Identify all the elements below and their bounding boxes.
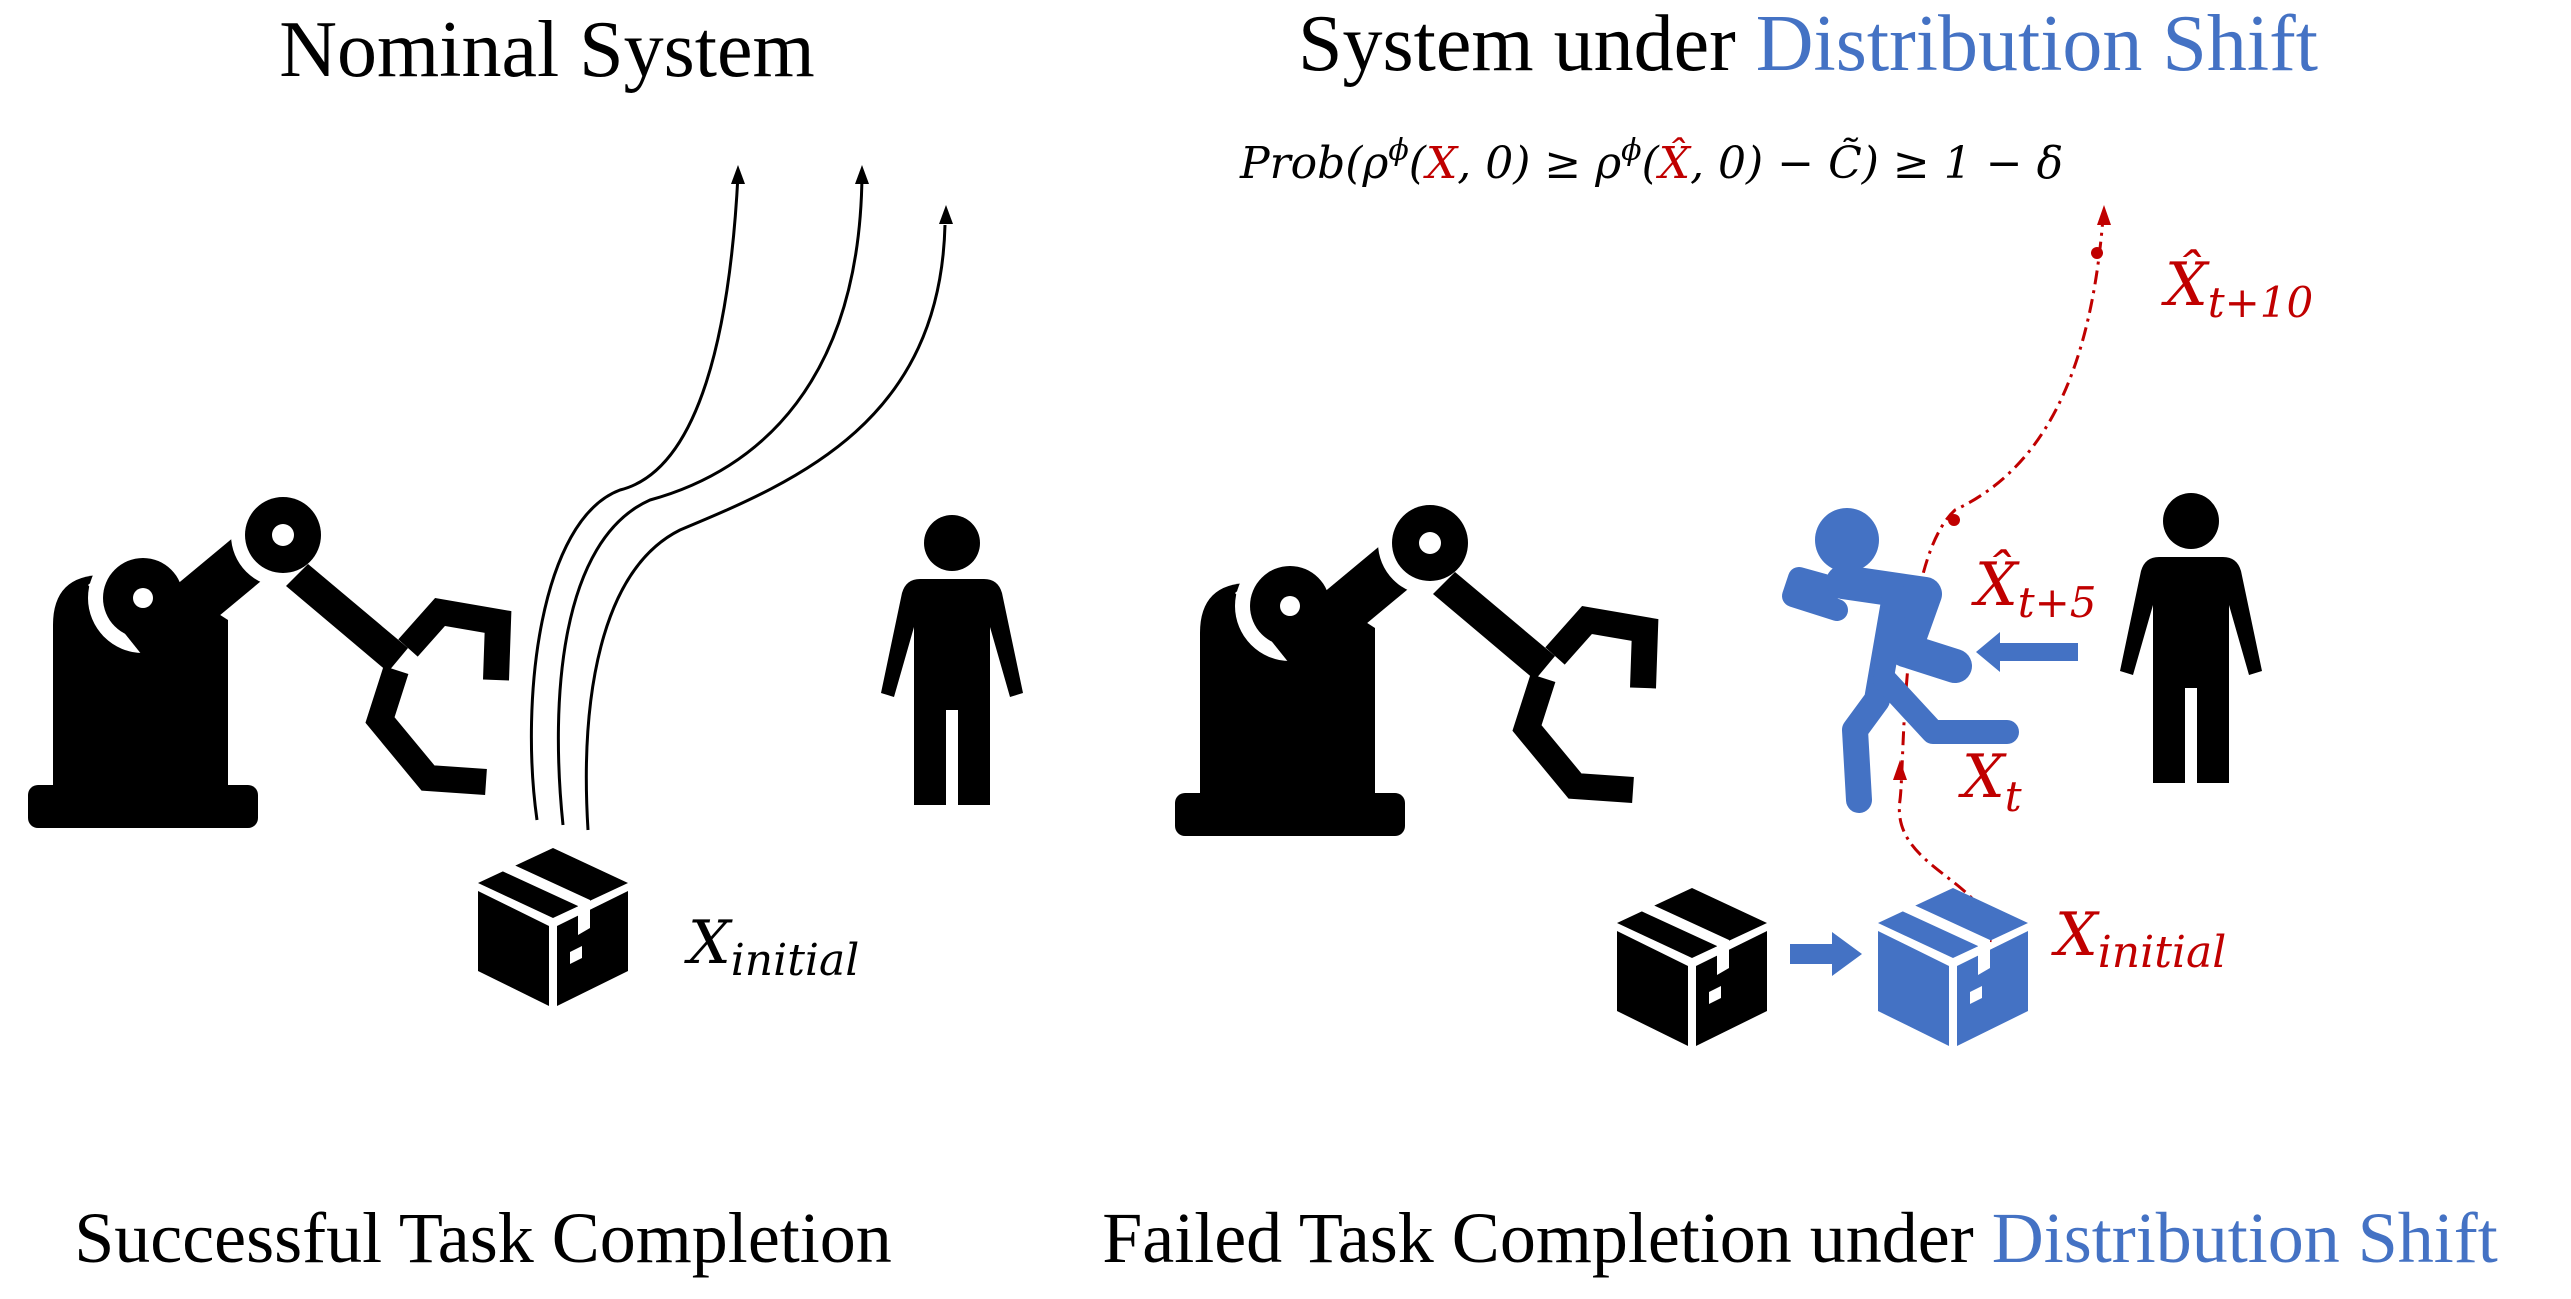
label-x-t10-main: X̂ — [2161, 249, 2210, 320]
label-x-t5: X̂t+5 — [1971, 549, 2097, 627]
trajectory-arrowhead-3 — [939, 205, 953, 224]
left-caption: Successful Task Completion — [74, 1198, 892, 1278]
formula-sup-1: ϕ — [1388, 133, 1408, 168]
label-x-t: Xt — [1958, 742, 2022, 821]
left-box-icon — [478, 848, 628, 1006]
shifted-box-icon — [1878, 888, 2028, 1046]
left-initial-main: X — [684, 908, 733, 978]
right-title-prefix: System under — [1298, 0, 1756, 88]
formula-sup-2: ϕ — [1621, 133, 1641, 168]
label-x-t10: X̂t+10 — [2161, 249, 2313, 327]
label-x-t-main: X — [1958, 742, 2007, 812]
trajectory-point-t10 — [2091, 247, 2103, 259]
formula-xhat: X̂ — [1656, 136, 1692, 189]
label-x-t5-main: X̂ — [1971, 549, 2020, 620]
formula-part-4: ( — [1642, 138, 1660, 189]
label-x-t10-sub: t+10 — [2208, 278, 2314, 327]
trajectory-point-t5 — [1948, 514, 1960, 526]
trajectory-arrowhead-1 — [731, 165, 745, 184]
original-box-icon — [1617, 888, 1767, 1046]
formula-part-3: , 0) ≥ ρ — [1457, 138, 1621, 189]
right-title: System under Distribution Shift — [1298, 0, 2318, 88]
label-x-initial-main: X — [2051, 900, 2100, 970]
trajectory-arrow-mid — [1893, 760, 1907, 780]
box-shift-arrow-head — [1832, 932, 1862, 976]
trajectory-arrowhead-2 — [855, 165, 869, 184]
formula-part-6: ) ≥ 1 − δ — [1861, 138, 2063, 189]
formula-part-5: , 0) − — [1690, 138, 1828, 189]
right-caption: Failed Task Completion under Distributio… — [1102, 1198, 2498, 1278]
trajectory-arrow-top — [2097, 205, 2111, 225]
formula-ctilde: C̃ — [1828, 136, 1862, 189]
probability-formula: Prob(ρϕ(X, 0) ≥ ρϕ(X̂, 0) − C̃) ≥ 1 − δ — [1239, 133, 2063, 189]
right-caption-prefix: Failed Task Completion under — [1102, 1198, 1992, 1278]
left-robot-arm-icon — [28, 483, 498, 828]
label-x-t5-sub: t+5 — [2018, 578, 2097, 627]
nominal-trajectories — [529, 174, 947, 831]
label-x-initial-sub: initial — [2098, 927, 2227, 978]
left-person-icon — [881, 515, 1023, 805]
formula-x: X — [1423, 138, 1459, 189]
formula-part-2: ( — [1409, 138, 1427, 189]
right-person-icon — [2120, 493, 2262, 783]
label-x-t-sub: t — [2005, 772, 2022, 821]
left-initial-sub: initial — [731, 935, 860, 986]
label-x-initial-red: Xinitial — [2051, 900, 2226, 978]
person-motion-arrow-head — [1976, 632, 2000, 672]
left-initial-label: Xinitial — [684, 908, 859, 986]
right-title-highlight: Distribution Shift — [1756, 0, 2318, 88]
formula-part-1: Prob(ρ — [1239, 138, 1388, 189]
person-motion-arrow-shaft — [1998, 643, 2078, 661]
right-caption-highlight: Distribution Shift — [1992, 1198, 2498, 1278]
left-title: Nominal System — [279, 6, 815, 94]
right-robot-arm-icon — [1175, 491, 1645, 836]
box-shift-arrow-shaft — [1790, 944, 1832, 964]
